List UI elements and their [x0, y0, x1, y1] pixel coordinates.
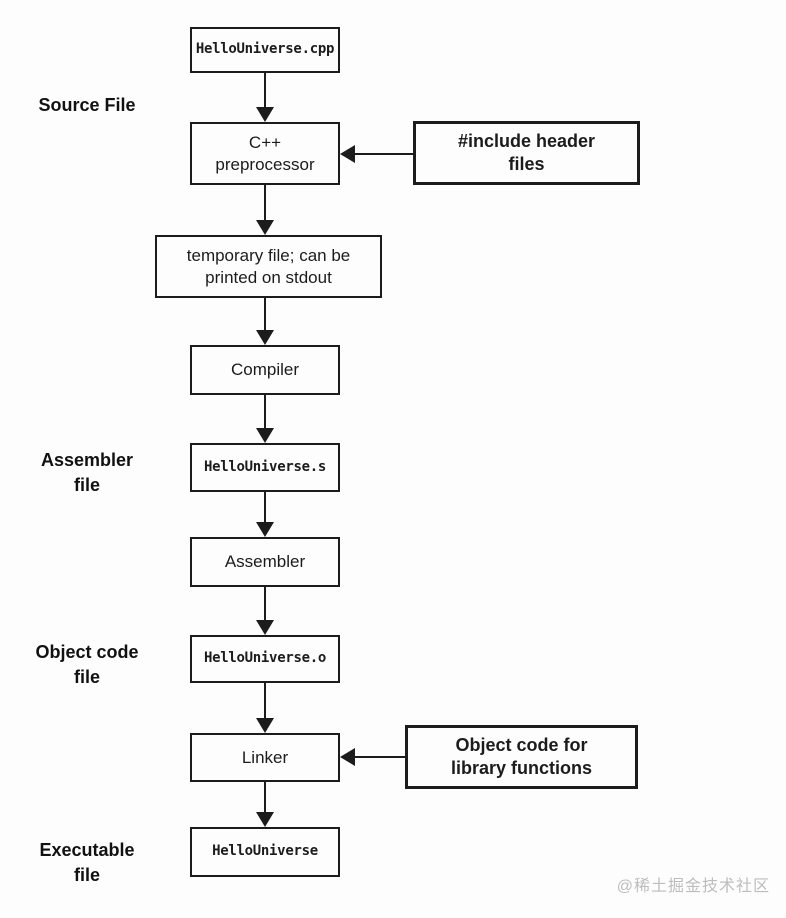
arrow-down-icon — [256, 522, 274, 537]
stage-label-object-code-file: Object code file — [35, 642, 139, 688]
node-assembler-file-s: HelloUniverse.s — [190, 443, 340, 492]
arrow-down-icon — [256, 107, 274, 122]
callout-include-header-files: #include header files — [413, 121, 640, 185]
node-source-file-cpp: HelloUniverse.cpp — [190, 27, 340, 73]
node-linker: Linker — [190, 733, 340, 782]
arrow-left-icon — [340, 145, 355, 163]
arrow-down-icon — [256, 220, 274, 235]
stage-label-executable-file: Executable file — [39, 840, 135, 886]
arrow-down-icon — [256, 812, 274, 827]
arrow-left-icon — [340, 748, 355, 766]
callout-object-code-library: Object code for library functions — [405, 725, 638, 789]
node-temporary-file: temporary file; can be printed on stdout — [155, 235, 382, 298]
node-executable-file: HelloUniverse — [190, 827, 340, 877]
arrow-down-icon — [256, 718, 274, 733]
node-assembler: Assembler — [190, 537, 340, 587]
arrow-down-icon — [256, 620, 274, 635]
node-compiler: Compiler — [190, 345, 340, 395]
stage-label-source-file: Source File — [38, 95, 136, 115]
watermark-text: @稀土掘金技术社区 — [616, 878, 770, 895]
stage-label-assembler-file: Assembler file — [40, 450, 134, 496]
node-cpp-preprocessor: C++ preprocessor — [190, 122, 340, 185]
node-object-file-o: HelloUniverse.o — [190, 635, 340, 683]
arrow-down-icon — [256, 428, 274, 443]
arrow-down-icon — [256, 330, 274, 345]
